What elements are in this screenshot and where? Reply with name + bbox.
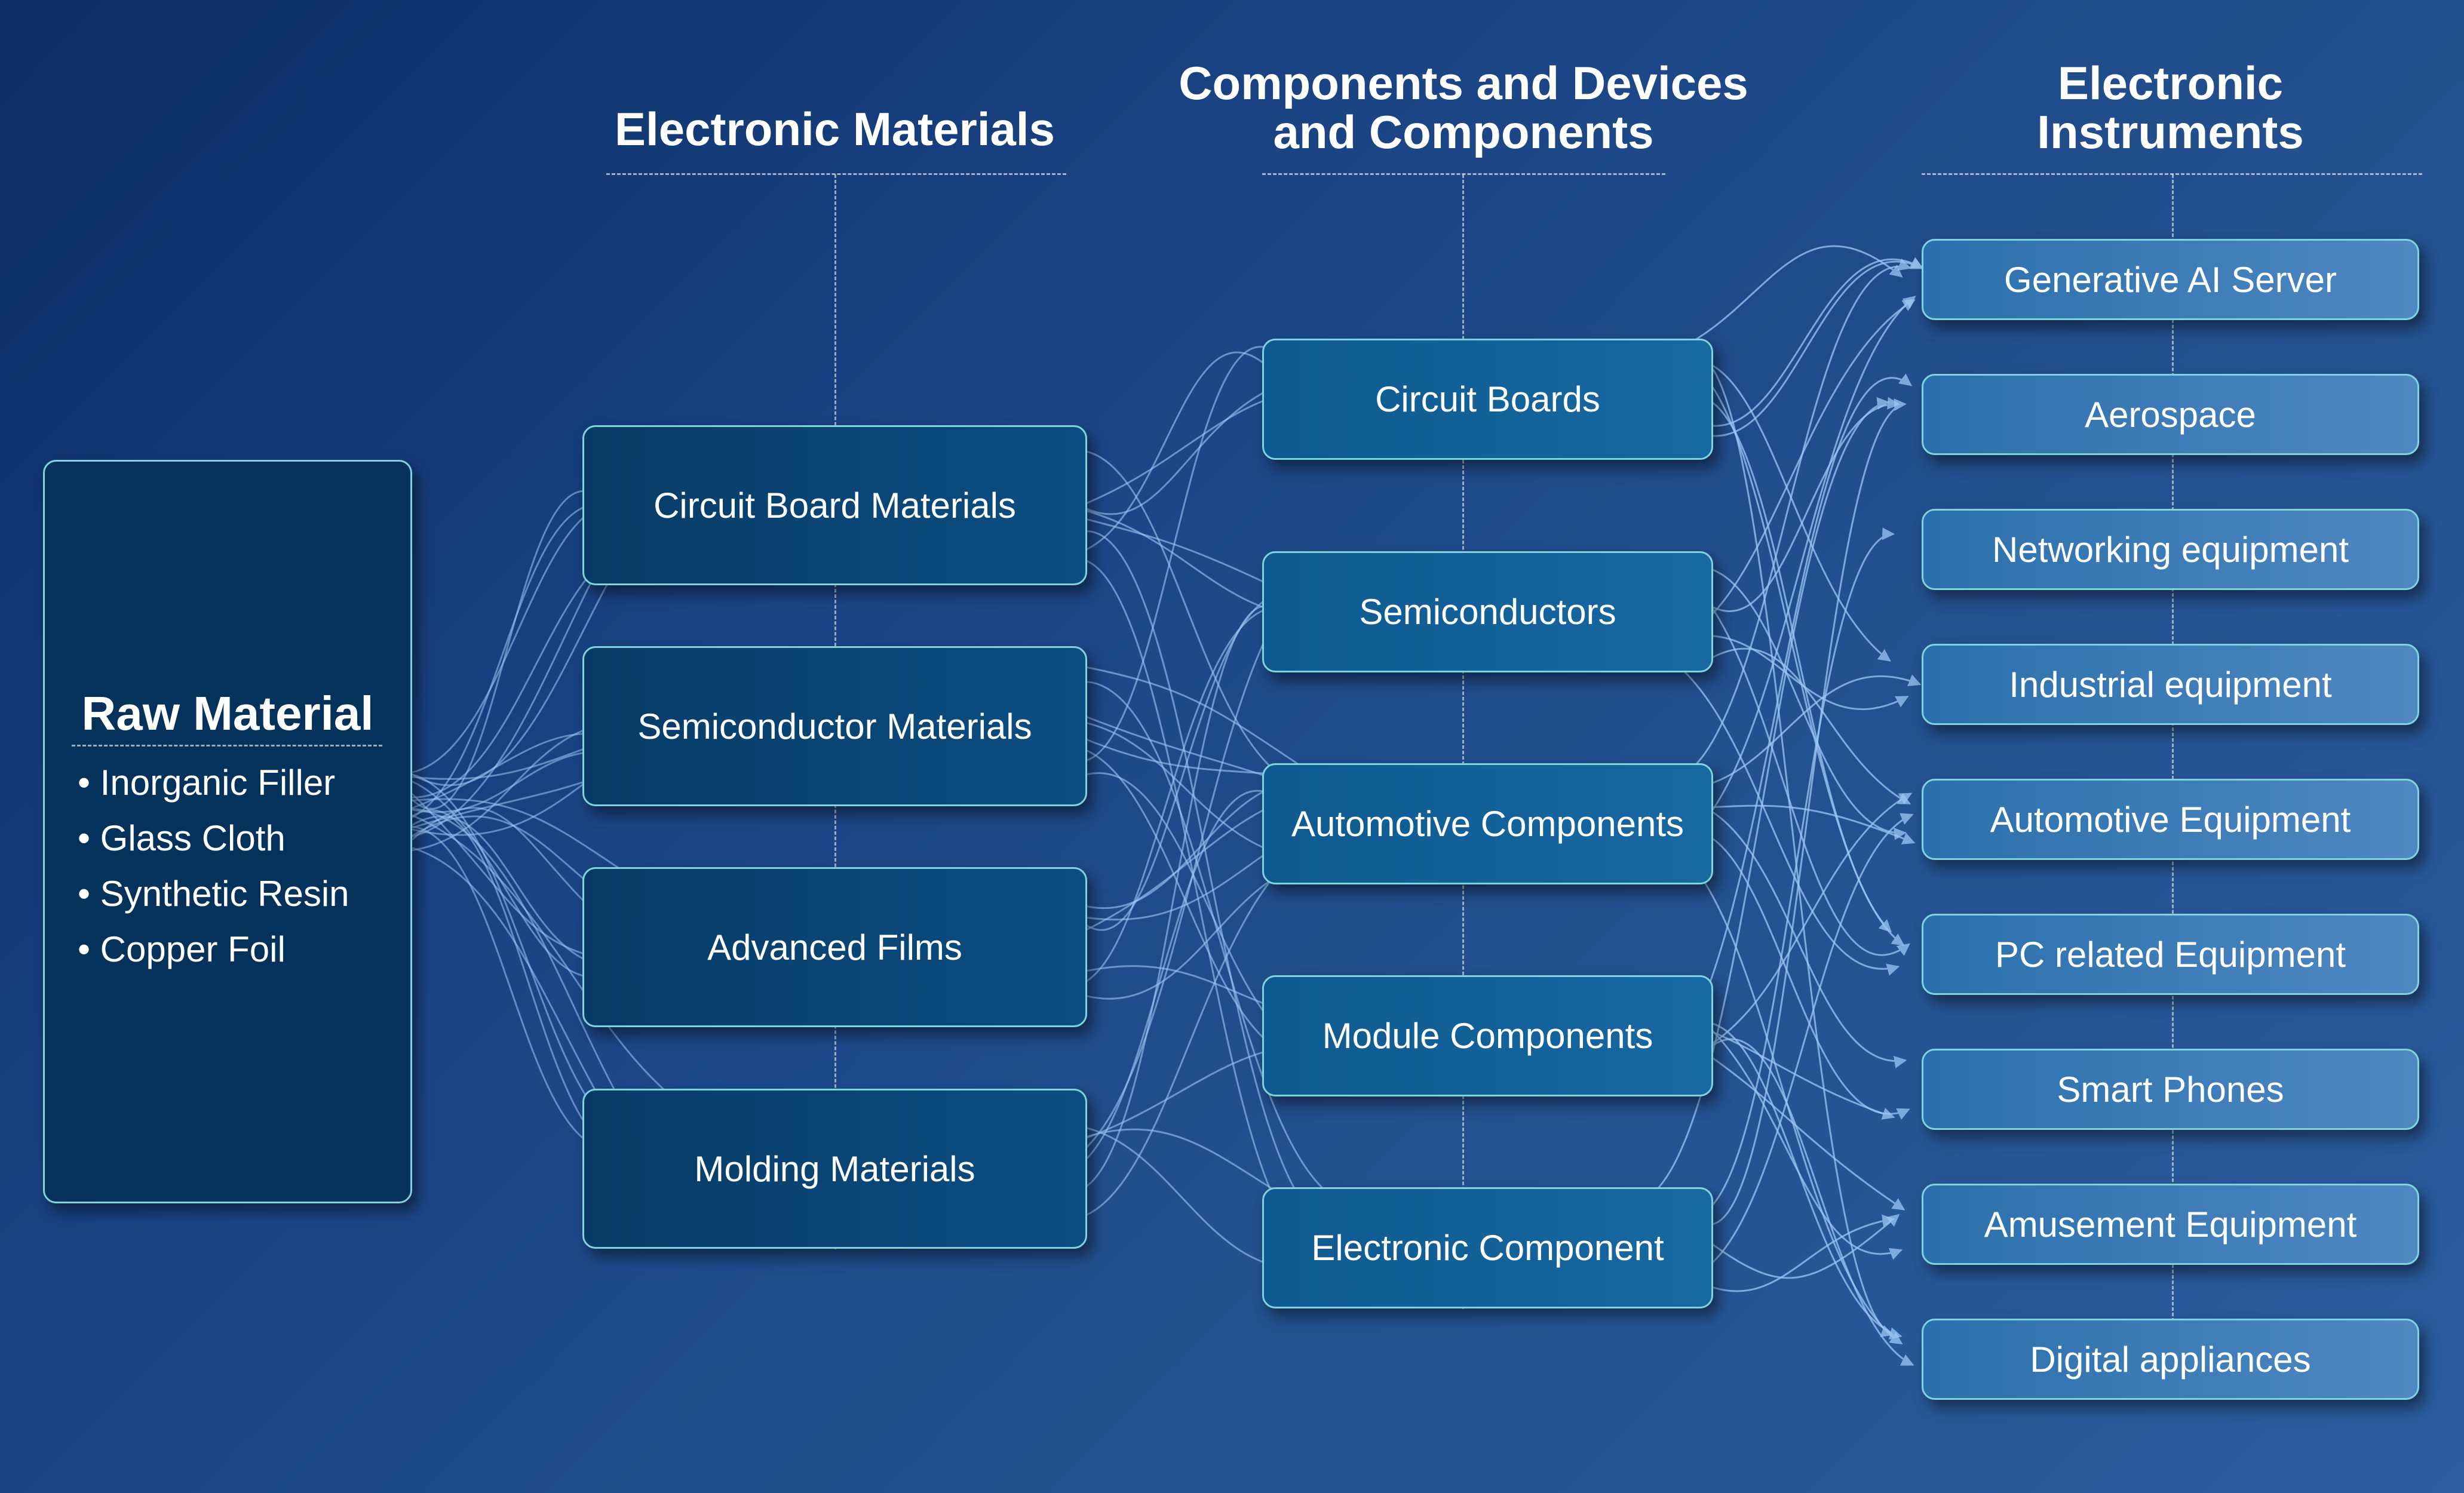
- header-components-devices: Components and Devices and Components: [1135, 59, 1792, 156]
- node-smart-phones: Smart Phones: [1922, 1049, 2419, 1130]
- node-electronic-component: Electronic Component: [1262, 1187, 1713, 1308]
- node-label: Digital appliances: [2030, 1339, 2311, 1380]
- flow-line: [1679, 1021, 1903, 1340]
- header-divider-instr: [1922, 173, 2422, 175]
- column-guide-comp: [1462, 174, 1464, 1309]
- node-label: Circuit Board Materials: [653, 485, 1016, 526]
- node-label: Industrial equipment: [2009, 664, 2332, 705]
- flow-line: [1075, 597, 1269, 931]
- raw-item: • Glass Cloth: [78, 818, 286, 858]
- node-label: Aerospace: [2085, 394, 2256, 435]
- node-label: Generative AI Server: [2004, 259, 2337, 300]
- flow-line: [1690, 257, 1924, 437]
- flow-line: [1080, 530, 1333, 1228]
- flow-line: [412, 815, 607, 967]
- flow-line: [412, 503, 603, 818]
- header-divider-em: [606, 173, 1066, 175]
- raw-item: • Synthetic Resin: [78, 874, 349, 914]
- node-label: Automotive Equipment: [1990, 799, 2351, 840]
- node-molding-materials: Molding Materials: [582, 1089, 1087, 1249]
- flow-line: [1641, 397, 1890, 1202]
- flow-line: [1704, 792, 1913, 1050]
- node-label: Amusement Equipment: [1984, 1204, 2357, 1245]
- header-instruments-line2: Instruments: [2037, 106, 2304, 158]
- node-label: Networking equipment: [1992, 529, 2349, 570]
- flow-line: [1673, 634, 1909, 711]
- node-label: Automotive Components: [1291, 804, 1684, 844]
- node-aerospace: Aerospace: [1922, 374, 2419, 455]
- node-label: PC related Equipment: [1995, 934, 2346, 975]
- flow-line: [1690, 566, 1907, 840]
- node-semiconductors: Semiconductors: [1262, 551, 1713, 672]
- flow-line: [1684, 1214, 1900, 1279]
- flow-line: [1041, 841, 1312, 1221]
- flow-line: [1687, 355, 1894, 1337]
- node-pc-related-equipment: PC related Equipment: [1922, 914, 2419, 995]
- flow-line: [1662, 653, 1900, 976]
- flow-line: [1696, 813, 1914, 1276]
- header-instruments-line1: Electronic: [2057, 57, 2284, 109]
- node-amusement-equipment: Amusement Equipment: [1922, 1184, 2419, 1265]
- flow-line: [1681, 257, 1923, 427]
- node-label: Molding Materials: [694, 1148, 975, 1189]
- header-components-line2: and Components: [1273, 106, 1654, 158]
- node-industrial-equipment: Industrial equipment: [1922, 644, 2419, 725]
- header-divider-comp: [1262, 173, 1665, 175]
- node-digital-appliances: Digital appliances: [1922, 1319, 2419, 1400]
- node-generative-ai-server: Generative AI Server: [1922, 239, 2419, 320]
- node-module-components: Module Components: [1262, 975, 1713, 1096]
- column-guide-instr: [2172, 174, 2174, 1327]
- node-label: Semiconductors: [1359, 592, 1616, 632]
- raw-material-divider: [72, 745, 382, 746]
- flow-line: [1712, 647, 1911, 805]
- flow-line: [412, 825, 611, 1151]
- flow-line: [1057, 387, 1274, 515]
- flow-line: [1676, 570, 1910, 956]
- raw-item: • Inorganic Filler: [78, 763, 336, 803]
- node-semiconductor-materials: Semiconductor Materials: [582, 646, 1087, 806]
- node-label: Electronic Component: [1311, 1228, 1664, 1268]
- flow-line: [1703, 806, 1907, 1068]
- flow-line: [1057, 789, 1269, 1175]
- flow-line: [1063, 449, 1296, 785]
- node-automotive-components: Automotive Components: [1262, 763, 1713, 884]
- node-advanced-films: Advanced Films: [582, 867, 1087, 1027]
- flow-line: [411, 807, 613, 929]
- flow-line: [1681, 296, 1916, 844]
- node-label: Module Components: [1322, 1016, 1653, 1056]
- flow-line: [1072, 346, 1279, 763]
- node-label: Advanced Films: [707, 927, 962, 967]
- flow-line: [1709, 398, 1907, 1225]
- flow-line: [411, 793, 613, 961]
- flow-line: [1695, 395, 1892, 933]
- raw-material-title: Raw Material: [81, 687, 374, 740]
- node-label: Smart Phones: [2057, 1069, 2284, 1110]
- header-electronic-instruments: Electronic Instruments: [1922, 59, 2419, 156]
- raw-material-box: Raw Material • Inorganic Filler • Glass …: [43, 460, 412, 1203]
- flow-line: [1658, 245, 1903, 359]
- flow-line: [1083, 351, 1273, 552]
- node-automotive-equipment: Automotive Equipment: [1922, 779, 2419, 860]
- flow-line: [1668, 259, 1911, 783]
- flow-line: [1082, 665, 1321, 780]
- node-circuit-board-materials: Circuit Board Materials: [582, 425, 1087, 585]
- node-label: Circuit Boards: [1375, 379, 1600, 419]
- raw-item: • Copper Foil: [78, 929, 286, 969]
- node-networking-equipment: Networking equipment: [1922, 509, 2419, 590]
- flow-line: [1685, 1214, 1895, 1292]
- header-electronic-materials: Electronic Materials: [615, 103, 1055, 155]
- node-label: Semiconductor Materials: [637, 706, 1032, 746]
- flow-line: [1085, 680, 1350, 1206]
- flow-line: [1702, 1038, 1914, 1366]
- header-components-line1: Components and Devices: [1179, 57, 1748, 109]
- node-circuit-boards: Circuit Boards: [1262, 339, 1713, 460]
- flow-line: [1701, 527, 1895, 1215]
